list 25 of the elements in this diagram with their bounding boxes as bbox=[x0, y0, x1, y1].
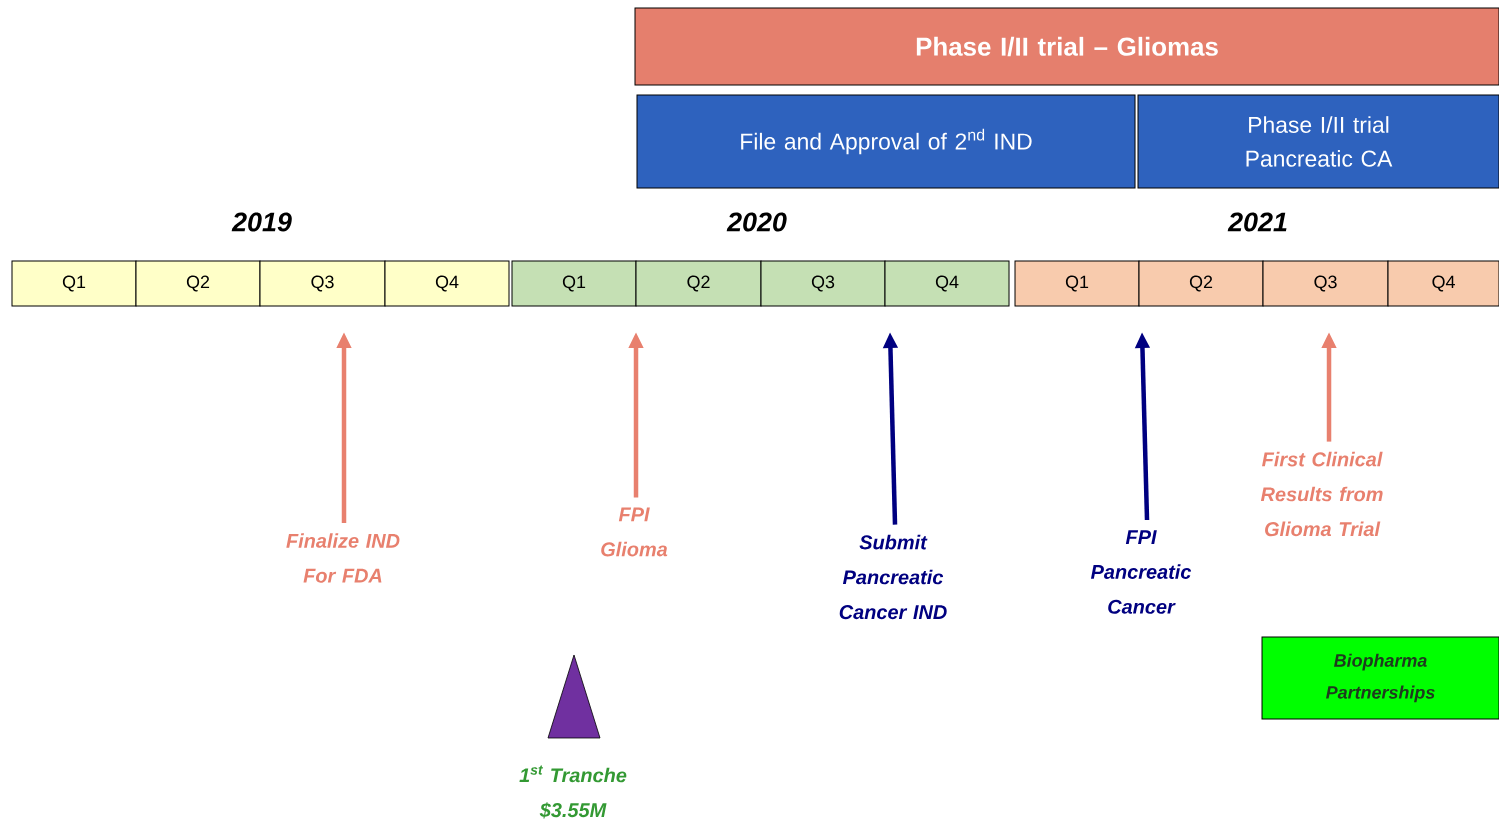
quarter-cell: Q4 bbox=[1387, 260, 1499, 307]
quarter-cell: Q3 bbox=[760, 260, 886, 307]
quarter-cell: Q1 bbox=[1014, 260, 1140, 307]
quarter-cell: Q3 bbox=[259, 260, 386, 307]
milestone-label: Finalize IND For FDA bbox=[286, 533, 400, 583]
year-label: 2019 bbox=[231, 212, 292, 232]
quarter-cell: Q2 bbox=[635, 260, 762, 307]
phase-bar: Phase I/II trial Pancreatic CA bbox=[1137, 94, 1499, 189]
tranche-label: 1$^{st}$ Tranche $3.55M bbox=[519, 765, 627, 819]
milestone-label: First Clinical Results from Glioma Trial bbox=[1260, 451, 1383, 537]
milestone-label: FPI Pancreatic Cancer bbox=[1090, 530, 1192, 614]
quarter-cell: Q4 bbox=[384, 260, 510, 307]
quarter-cell: Q3 bbox=[1262, 260, 1389, 307]
phase-bar: File and Approval of 2$^{nd}$ IND bbox=[636, 94, 1136, 189]
year-label: 2020 bbox=[726, 212, 787, 232]
quarter-cell: Q2 bbox=[135, 260, 261, 307]
quarter-cell: Q4 bbox=[884, 260, 1010, 307]
milestone-label: Submit Pancreatic Cancer IND bbox=[839, 534, 947, 620]
partnership-box: Biopharma Partnerships bbox=[1261, 636, 1499, 720]
milestone-label: FPI Glioma bbox=[601, 507, 668, 557]
phase-bar: Phase I/II trial – Gliomas bbox=[634, 7, 1499, 86]
quarter-cell: Q2 bbox=[1138, 260, 1264, 307]
quarter-cell: Q1 bbox=[11, 260, 137, 307]
year-label: 2021 bbox=[1227, 212, 1287, 232]
quarter-cell: Q1 bbox=[511, 260, 637, 307]
